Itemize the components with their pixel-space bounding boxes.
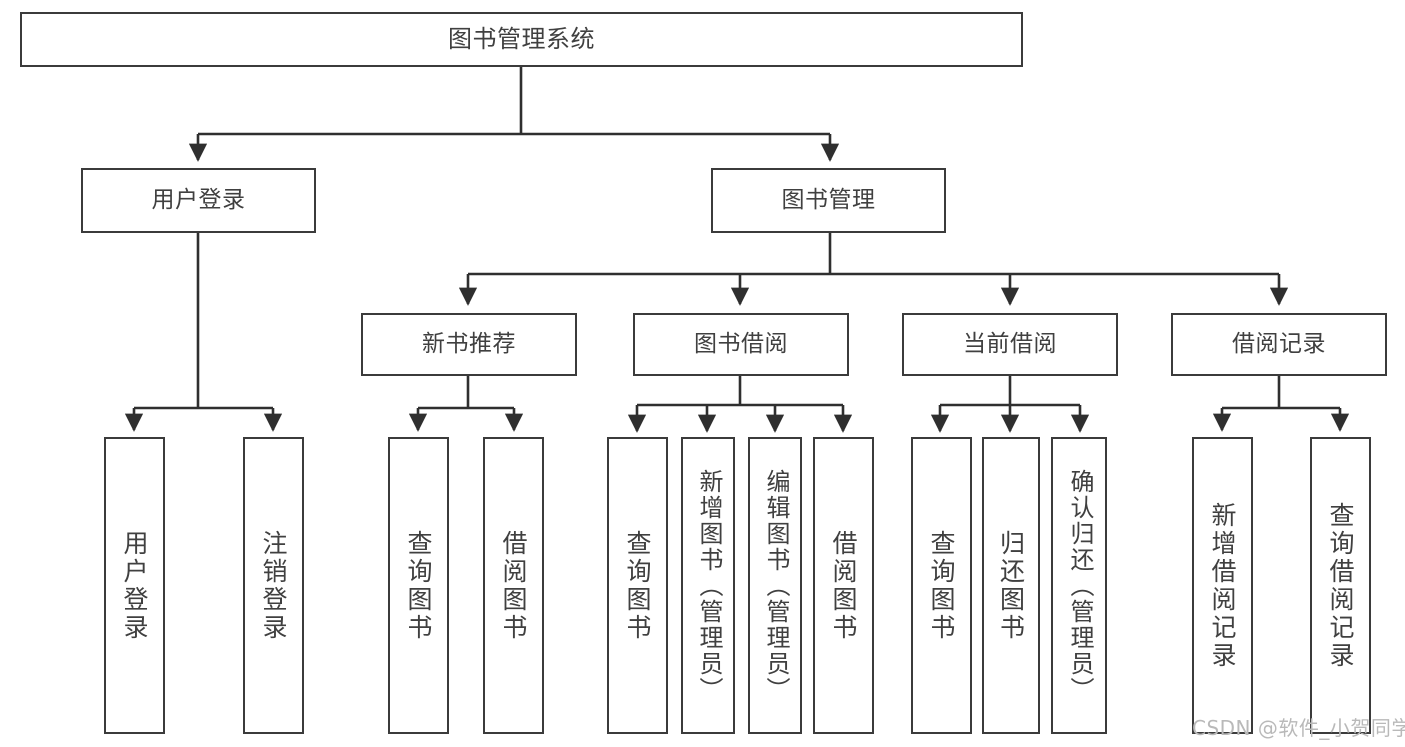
node-book-borrow[interactable]: 图书借阅 xyxy=(633,313,849,376)
node-label: 查询图书 xyxy=(927,529,956,642)
leaf-user-login[interactable]: 用户登录 xyxy=(104,437,165,734)
node-new-book-recommend[interactable]: 新书推荐 xyxy=(361,313,577,376)
node-label: 图书管理 xyxy=(781,186,876,213)
node-user-login[interactable]: 用户登录 xyxy=(81,168,316,233)
node-label: 借阅图书 xyxy=(829,529,858,642)
leaf-query-book-current[interactable]: 查询图书 xyxy=(911,437,972,734)
node-label: 查询借阅记录 xyxy=(1326,501,1355,670)
node-label: 归还图书 xyxy=(996,529,1026,642)
node-root-system[interactable]: 图书管理系统 xyxy=(20,12,1023,67)
node-borrow-record[interactable]: 借阅记录 xyxy=(1171,313,1387,376)
node-label: 当前借阅 xyxy=(963,330,1057,357)
node-label: 注销登录 xyxy=(259,529,288,642)
leaf-borrow-book-newbook[interactable]: 借阅图书 xyxy=(483,437,544,734)
node-label: 用户登录 xyxy=(151,186,246,213)
node-label: 确认归还（管理员） xyxy=(1065,468,1094,703)
node-label: 借阅图书 xyxy=(499,529,528,642)
node-label: 图书管理系统 xyxy=(448,25,595,54)
leaf-query-borrow-record[interactable]: 查询借阅记录 xyxy=(1310,437,1371,734)
node-label: 编辑图书（管理员） xyxy=(761,468,790,703)
node-label: 新增图书（管理员） xyxy=(694,468,723,703)
leaf-query-book-newbook[interactable]: 查询图书 xyxy=(388,437,449,734)
node-label: 用户登录 xyxy=(120,529,149,642)
node-book-management[interactable]: 图书管理 xyxy=(711,168,946,233)
node-label: 新书推荐 xyxy=(422,330,516,357)
node-label: 查询图书 xyxy=(404,529,433,642)
leaf-add-borrow-record[interactable]: 新增借阅记录 xyxy=(1192,437,1253,734)
leaf-logout-login[interactable]: 注销登录 xyxy=(243,437,304,734)
leaf-borrow-book[interactable]: 借阅图书 xyxy=(813,437,874,734)
node-label: 新增借阅记录 xyxy=(1208,501,1237,670)
node-label: 查询图书 xyxy=(623,529,652,642)
leaf-confirm-return-admin[interactable]: 确认归还（管理员） xyxy=(1051,437,1107,734)
leaf-add-book-admin[interactable]: 新增图书（管理员） xyxy=(681,437,735,734)
node-label: 借阅记录 xyxy=(1232,330,1326,357)
node-current-borrow[interactable]: 当前借阅 xyxy=(902,313,1118,376)
leaf-edit-book-admin[interactable]: 编辑图书（管理员） xyxy=(748,437,802,734)
leaf-query-book-borrow[interactable]: 查询图书 xyxy=(607,437,668,734)
node-label: 图书借阅 xyxy=(694,330,788,357)
leaf-return-book[interactable]: 归还图书 xyxy=(982,437,1040,734)
csdn-watermark: CSDN @软件_小贺同学 xyxy=(1192,716,1405,740)
